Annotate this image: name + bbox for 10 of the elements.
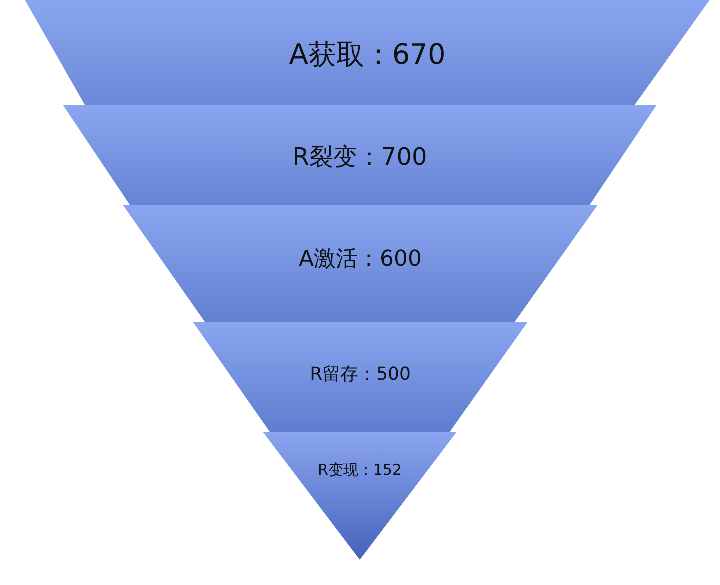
band-label: R变现：152 (316, 461, 404, 479)
funnel-band (123, 205, 598, 322)
funnel-band (193, 322, 528, 432)
band-label: A获取：670 (288, 38, 447, 72)
funnel-band (63, 105, 657, 205)
funnel-band (25, 0, 710, 105)
funnel-band (263, 432, 457, 560)
band-label: A激活：600 (298, 246, 424, 274)
band-label: R裂变：700 (292, 142, 428, 172)
band-label: R留存：500 (309, 364, 412, 386)
